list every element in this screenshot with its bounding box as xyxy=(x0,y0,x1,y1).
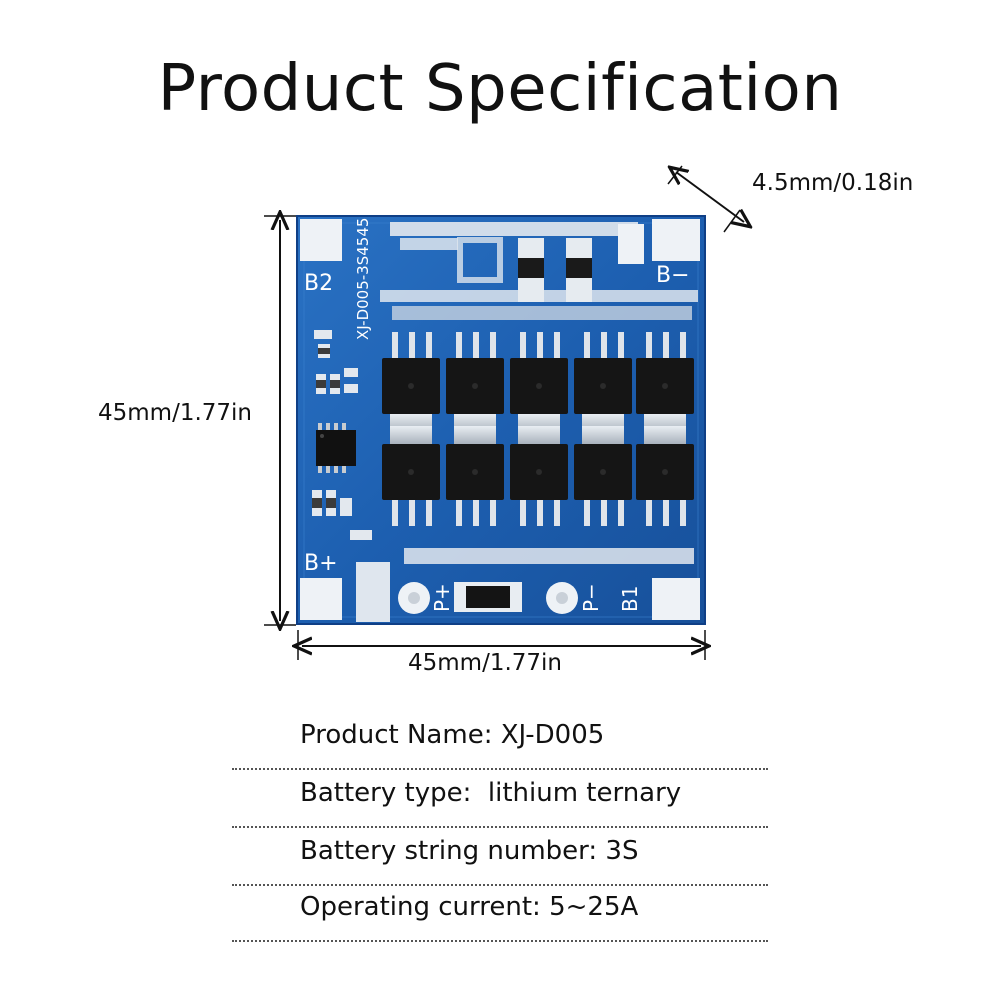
pcb-board: XJ-D005-3S4545 B2 B− B+ P+ P− B1 xyxy=(296,215,706,625)
mosfet xyxy=(382,426,440,526)
spec-text: Product Name: XJ-D005 xyxy=(300,720,605,750)
diode xyxy=(454,582,522,612)
thickness-dimension-arrow xyxy=(668,166,744,233)
mosfet-array xyxy=(382,332,694,526)
control-ic xyxy=(316,423,356,473)
spec-row-battery-type: Battery type: lithium ternary xyxy=(232,776,768,828)
height-label: 45mm/1.77in xyxy=(98,400,253,426)
mosfet xyxy=(446,426,504,526)
mosfet xyxy=(636,426,694,526)
spec-text: Battery string number: 3S xyxy=(300,836,639,866)
page-title: Product Specification xyxy=(157,52,843,126)
label-p-plus: P+ xyxy=(430,583,454,612)
label-b-plus: B+ xyxy=(304,551,338,576)
spec-text: Operating current: 5~25A xyxy=(300,892,639,922)
label-b2: B2 xyxy=(304,271,333,296)
pad-b-plus xyxy=(300,578,342,620)
width-dimension-arrow xyxy=(298,630,705,660)
mosfet xyxy=(382,332,440,432)
model-silkscreen: XJ-D005-3S4545 xyxy=(354,218,372,340)
pad-b-minus xyxy=(652,219,700,261)
spec-text: Battery type: lithium ternary xyxy=(300,778,682,808)
resistor-top-right xyxy=(566,238,592,302)
spec-row-product-name: Product Name: XJ-D005 xyxy=(232,718,768,770)
label-b-minus: B− xyxy=(656,263,690,288)
height-dimension-arrow xyxy=(264,216,296,625)
mosfet xyxy=(510,426,568,526)
pad-b2 xyxy=(300,219,342,261)
width-label: 45mm/1.77in xyxy=(408,650,563,676)
dotted-divider xyxy=(232,940,768,942)
label-p-minus: P− xyxy=(579,583,603,612)
spec-row-operating-current: Operating current: 5~25A xyxy=(232,890,768,942)
pcb-illustration: XJ-D005-3S4545 B2 B− B+ P+ P− B1 xyxy=(264,0,1000,660)
smd-component-bodies xyxy=(312,348,340,508)
spec-row-string-number: Battery string number: 3S xyxy=(232,834,768,886)
pad-b1 xyxy=(652,578,700,620)
label-b1: B1 xyxy=(618,586,642,612)
p-minus-pad xyxy=(546,582,578,614)
p-plus-pad xyxy=(398,582,430,614)
dotted-divider xyxy=(232,768,768,770)
pad-bplus-strip xyxy=(356,562,390,622)
dotted-divider xyxy=(232,884,768,886)
resistor-top-left xyxy=(518,238,544,302)
thickness-label: 4.5mm/0.18in xyxy=(752,170,914,196)
mosfet xyxy=(574,426,632,526)
mosfet xyxy=(446,332,504,432)
dotted-divider xyxy=(232,826,768,828)
